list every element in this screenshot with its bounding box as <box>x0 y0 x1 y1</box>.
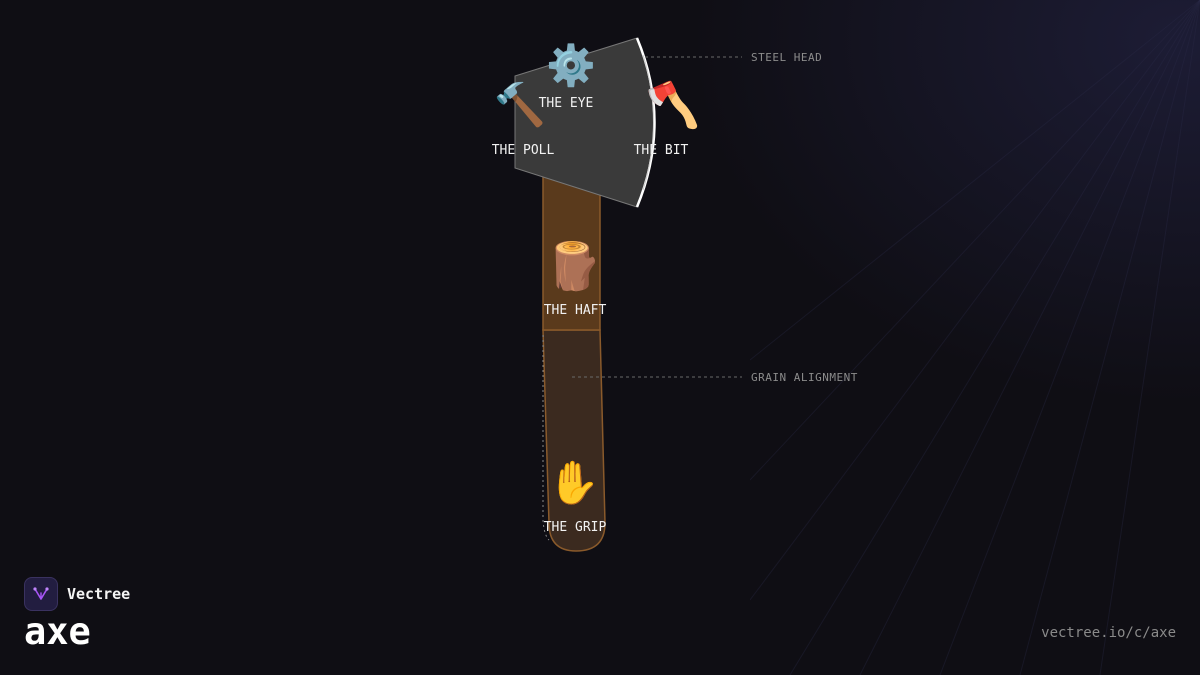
axe-icon: 🪓 <box>645 80 701 131</box>
axe-bit-bevel <box>642 54 654 191</box>
label-the-poll: THE POLL <box>491 143 555 158</box>
background-rays <box>750 0 1200 675</box>
brand-name: Vectree <box>67 585 131 603</box>
callout-grain-alignment: GRAIN ALIGNMENT <box>751 371 858 384</box>
axe-grip-shape <box>542 329 606 552</box>
label-the-grip: THE GRIP <box>543 520 607 535</box>
label-the-haft: THE HAFT <box>543 303 607 318</box>
label-the-eye: THE EYE <box>538 96 594 111</box>
axe-haft-shape <box>542 174 601 331</box>
label-the-bit: THE BIT <box>633 143 689 158</box>
hammer-icon: 🔨 <box>493 80 547 129</box>
source-url[interactable]: vectree.io/c/axe <box>1041 625 1176 641</box>
grain-alignment-line <box>542 335 550 541</box>
callout-steel-head: STEEL HEAD <box>751 51 823 64</box>
brand: Vectree <box>24 577 130 611</box>
vectree-logo-icon <box>24 577 58 611</box>
gear-icon: ⚙️ <box>546 43 596 89</box>
page-title: axe <box>24 610 91 653</box>
log-icon: 🪵 <box>545 239 603 293</box>
hand-icon: ✋ <box>547 458 601 507</box>
